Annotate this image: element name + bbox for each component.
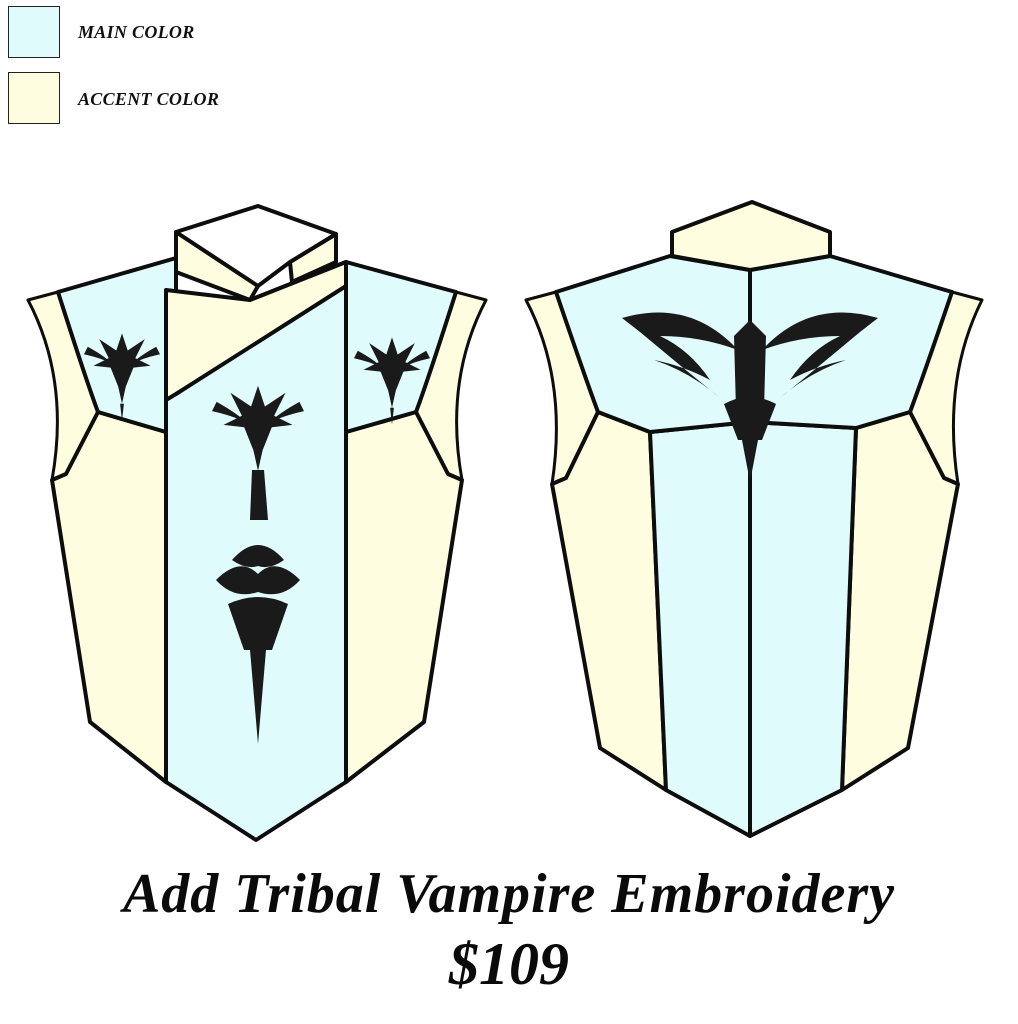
vest-illustration xyxy=(26,200,984,842)
product-title: Add Tribal Vampire Embroidery xyxy=(122,863,896,925)
vest-front xyxy=(26,204,488,842)
accent-color-swatch xyxy=(8,72,60,124)
accent-color-label: ACCENT COLOR xyxy=(78,89,220,109)
main-color-label: MAIN COLOR xyxy=(78,22,195,42)
product-price: $109 xyxy=(449,931,569,997)
vest-back xyxy=(524,200,984,838)
tribal-embroidery-back xyxy=(622,312,878,482)
tribal-embroidery-front-center xyxy=(212,385,304,744)
main-color-swatch xyxy=(8,6,60,58)
